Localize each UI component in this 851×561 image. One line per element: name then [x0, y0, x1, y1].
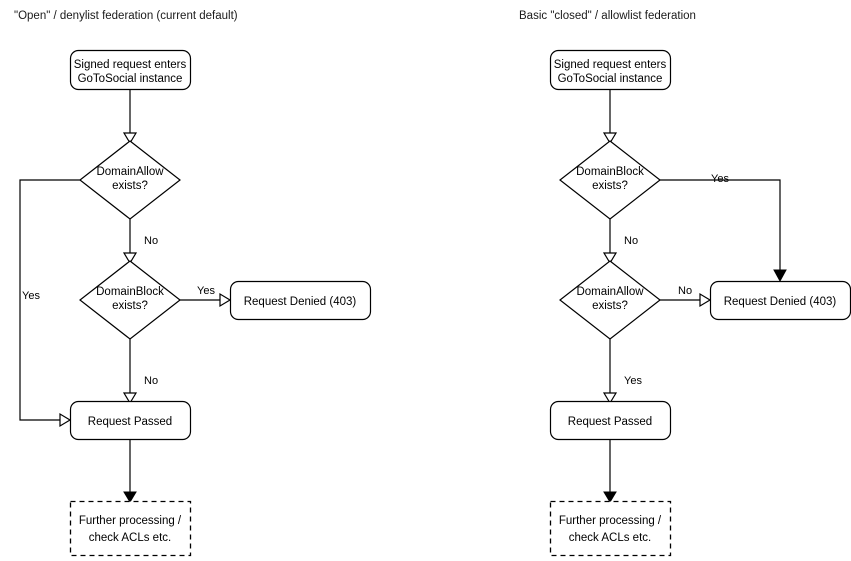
node-start-right-line1: Signed request enters [554, 59, 667, 71]
edge-passed-to-further-left [123, 439, 137, 503]
edge-start-to-domainblock-right [602, 89, 618, 145]
node-further-processing-left-shape[interactable] [69, 500, 192, 557]
edge-label-domainallow-yes-right: Yes [624, 375, 642, 387]
node-request-denied-left-shape[interactable] [229, 280, 372, 321]
edge-label-domainallow-yes-left: Yes [22, 290, 40, 302]
node-further-processing-right[interactable]: Further processing / check ACLs etc. [549, 500, 672, 557]
edge-label-domainallow-no-left: No [144, 235, 158, 247]
edge-domainblock-yes-left: Yes [180, 285, 232, 308]
node-request-denied-left[interactable]: Request Denied (403) [229, 280, 372, 321]
panel-right: Basic "closed" / allowlist federation Si… [519, 10, 851, 557]
node-request-denied-right-label: Request Denied (403) [724, 296, 837, 308]
node-start-left[interactable]: Signed request enters GoToSocial instanc… [69, 49, 192, 91]
node-decision-domainallow-right-line1: DomainAllow [576, 286, 644, 298]
edge-label-domainblock-no-left: No [144, 375, 158, 387]
edge-label-domainallow-no-right: No [678, 285, 692, 297]
node-request-passed-left-label: Request Passed [88, 416, 172, 428]
panel-right-title: Basic "closed" / allowlist federation [519, 10, 696, 22]
node-decision-domainblock-left-line2: exists? [112, 300, 148, 312]
node-start-right[interactable]: Signed request enters GoToSocial instanc… [549, 49, 672, 91]
node-decision-domainallow-right-line2: exists? [592, 300, 628, 312]
edge-passed-to-further-right [603, 439, 617, 503]
arrowhead-open-icon [602, 252, 618, 265]
edge-label-domainblock-no-right: No [624, 235, 638, 247]
node-request-passed-right[interactable]: Request Passed [549, 400, 672, 441]
node-decision-domainblock-left-line1: DomainBlock [96, 286, 164, 298]
arrowhead-open-icon [602, 392, 618, 405]
edge-domainallow-no-left: No [122, 219, 158, 265]
arrowhead-open-icon [699, 292, 712, 308]
node-request-passed-right-label: Request Passed [568, 416, 652, 428]
node-further-processing-left[interactable]: Further processing / check ACLs etc. [69, 500, 192, 557]
arrowhead-open-icon [122, 392, 138, 405]
node-start-left-line2: GoToSocial instance [78, 73, 183, 85]
panel-left-title: "Open" / denylist federation (current de… [14, 10, 238, 22]
node-start-right-line2: GoToSocial instance [558, 73, 663, 85]
node-request-passed-left[interactable]: Request Passed [69, 400, 192, 441]
node-decision-domainallow-left-line1: DomainAllow [96, 166, 164, 178]
edge-domainallow-no-right: No [660, 285, 712, 308]
node-decision-domainblock-right[interactable]: DomainBlock exists? [559, 140, 661, 220]
arrowhead-filled-icon [773, 269, 787, 283]
arrowhead-open-icon [602, 132, 618, 145]
edge-domainblock-no-right: No [602, 219, 638, 265]
arrowhead-open-icon [122, 132, 138, 145]
arrowhead-open-icon [219, 292, 232, 308]
node-further-processing-left-line1: Further processing / [79, 515, 182, 527]
arrowhead-filled-icon [123, 491, 137, 503]
edge-label-domainblock-yes-left: Yes [197, 285, 215, 297]
node-decision-domainallow-left[interactable]: DomainAllow exists? [79, 140, 181, 220]
edge-domainblock-no-left: No [122, 339, 158, 405]
node-further-processing-right-line2: check ACLs etc. [569, 532, 651, 544]
node-decision-domainallow-right[interactable]: DomainAllow exists? [559, 260, 661, 340]
edge-start-to-domainallow-left [122, 89, 138, 145]
node-decision-domainblock-right-line1: DomainBlock [576, 166, 644, 178]
panel-left: "Open" / denylist federation (current de… [14, 10, 372, 557]
arrowhead-open-icon [59, 412, 72, 428]
node-start-left-line1: Signed request enters [74, 59, 187, 71]
node-further-processing-right-shape[interactable] [549, 500, 672, 557]
edge-domainallow-yes-left: Yes [19, 179, 80, 428]
arrowhead-open-icon [122, 252, 138, 265]
node-further-processing-left-line2: check ACLs etc. [89, 532, 171, 544]
edge-domainblock-yes-right: Yes [660, 173, 787, 283]
node-request-denied-left-label: Request Denied (403) [244, 296, 357, 308]
node-decision-domainblock-left[interactable]: DomainBlock exists? [79, 260, 181, 340]
node-request-denied-right[interactable]: Request Denied (403) [709, 280, 851, 321]
node-decision-domainblock-right-line2: exists? [592, 180, 628, 192]
arrowhead-filled-icon [603, 491, 617, 503]
edge-domainallow-yes-right: Yes [602, 339, 642, 405]
node-decision-domainallow-left-line2: exists? [112, 180, 148, 192]
edge-label-domainblock-yes-right: Yes [711, 173, 729, 185]
node-further-processing-right-line1: Further processing / [559, 515, 662, 527]
